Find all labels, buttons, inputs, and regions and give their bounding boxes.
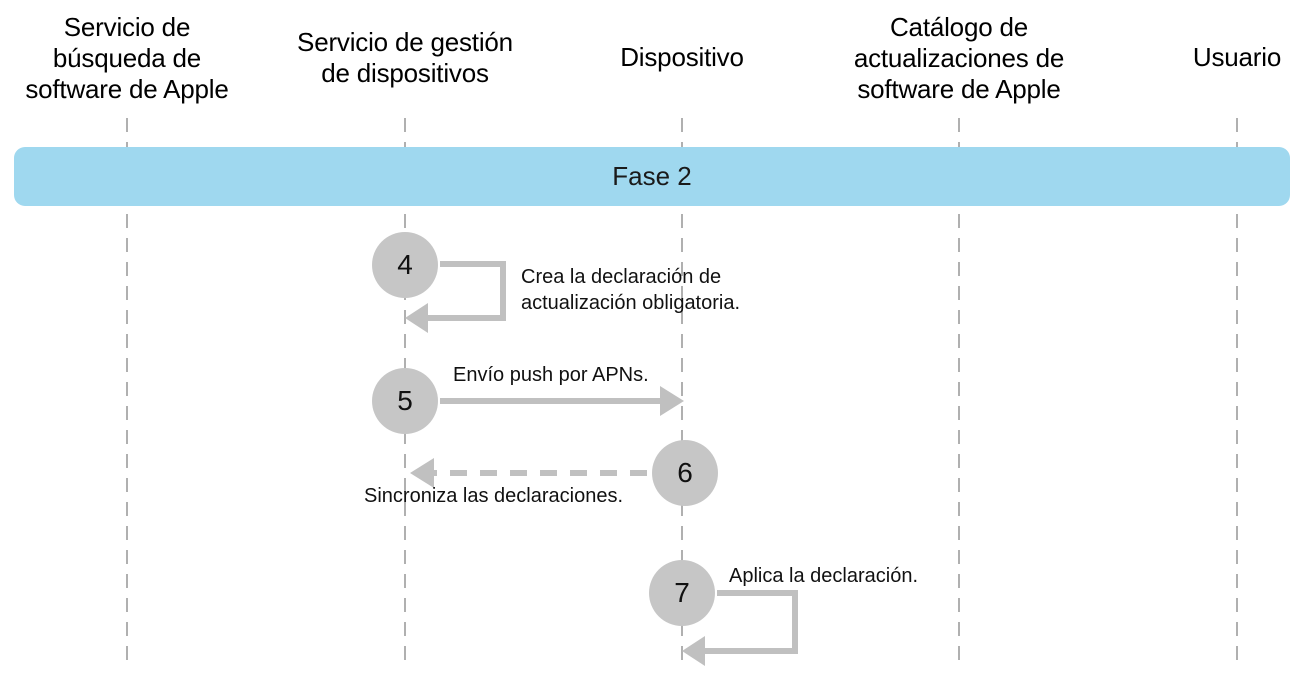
step-marker-7[interactable]: 7 (649, 560, 715, 626)
lane-header-device-management-service: Servicio de gestión de dispositivos (297, 27, 513, 88)
step-marker-5[interactable]: 5 (372, 368, 438, 434)
step-label-5: Envío push por APNs. (453, 364, 649, 386)
lane-header-apple-software-lookup: Servicio de búsqueda de software de Appl… (25, 12, 229, 104)
step-5-arrow (440, 386, 684, 416)
phase-banner: Fase 2 (14, 147, 1290, 206)
step-6-arrow (410, 458, 647, 488)
step-label-6: Sincroniza las declaraciones. (364, 485, 624, 507)
step-4-arrow (405, 261, 506, 333)
lane-header-apple-software-update-catalog: Catálogo de actualizaciones de software … (853, 12, 1065, 104)
lane-header-device: Dispositivo (620, 42, 744, 72)
step-marker-6[interactable]: 6 (652, 440, 718, 506)
lane-header-user: Usuario (1192, 42, 1282, 72)
phase-banner-label: Fase 2 (612, 161, 692, 191)
step-label-4: Crea la declaración de actualización obl… (521, 266, 741, 314)
step-7-arrow (682, 590, 798, 666)
step-marker-4[interactable]: 4 (372, 232, 438, 298)
step-label-7: Aplica la declaración. (729, 565, 918, 587)
